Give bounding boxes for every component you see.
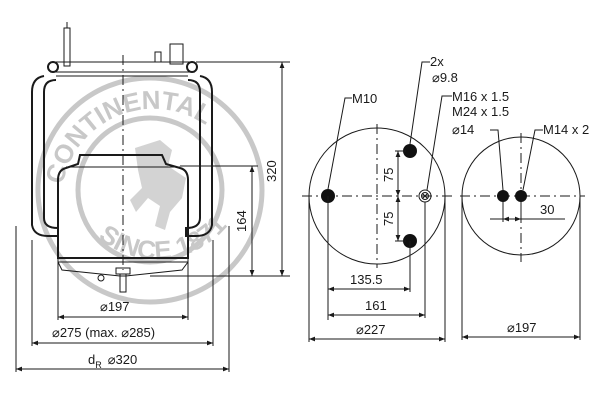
hole-14-label: ⌀14 [452,122,474,137]
dim-135-label: 135.5 [350,272,383,287]
side-view: 320 164 ⌀197 ⌀275 (max. ⌀285) dR⌀320 [15,22,290,372]
m10-label: M10 [352,91,377,106]
stud-icon [63,27,71,67]
dia-197-piston-label: ⌀197 [507,320,537,335]
holes-dia-label: ⌀9.8 [432,70,458,85]
air-connection-1-label: M16 x 1.5 [452,89,509,104]
air-connection-icon [169,43,184,65]
dia-197-label: ⌀197 [100,299,130,314]
dia-ring-label: dR⌀320 [88,352,137,370]
hole-icon [403,144,417,158]
dia-227-label: ⌀227 [356,322,386,337]
continental-watermark: CONTINENTAL SINCE 1871 [35,75,265,305]
top-plate-view: M10 2x ⌀9.8 M16 x 1.5 M24 x 1.5 75 75 13… [302,54,509,342]
hole-14-icon [497,190,509,202]
bottom-stud-icon [119,273,127,293]
air-connection-2-label: M24 x 1.5 [452,104,509,119]
horse-logo-icon [130,140,186,230]
spacing-75-bottom-label: 75 [381,212,396,226]
m14-thread-icon [515,190,527,202]
dim-161-label: 161 [365,298,387,313]
piston-view: ⌀14 M14 x 2 30 ⌀197 [452,122,589,340]
spacing-30-label: 30 [540,202,554,217]
air-fitting-icon [154,51,162,63]
m14-label: M14 x 2 [543,122,589,137]
dia-275-label: ⌀275 (max. ⌀285) [52,325,155,340]
height-320-label: 320 [264,160,279,182]
watermark-top-text: CONTINENTAL [39,85,218,187]
spacing-75-top-label: 75 [381,168,396,182]
height-164-label: 164 [234,210,249,232]
holes-count-label: 2x [430,54,444,69]
